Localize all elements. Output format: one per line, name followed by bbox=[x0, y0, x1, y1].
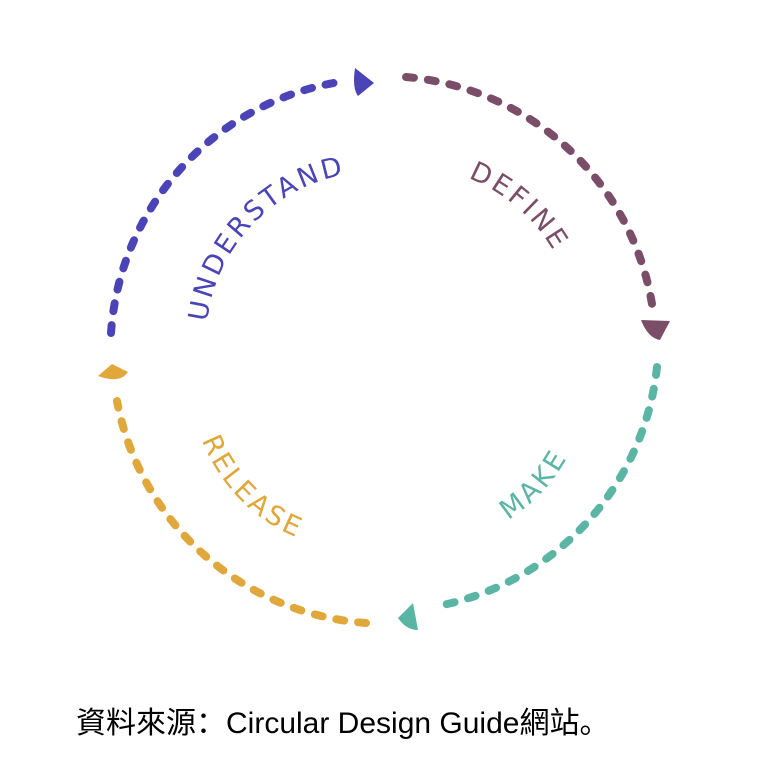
make-label: MAKE bbox=[494, 444, 574, 526]
make-arrow-icon bbox=[398, 603, 418, 630]
understand-arrow-icon bbox=[354, 68, 374, 96]
stage-define: DEFINE bbox=[402, 73, 670, 340]
understand-arc bbox=[107, 77, 350, 337]
release-arc bbox=[113, 397, 370, 627]
make-arc bbox=[434, 363, 661, 610]
stage-release: RELEASE bbox=[98, 364, 370, 627]
define-arrow-icon bbox=[641, 320, 670, 340]
stage-make: MAKE bbox=[398, 363, 661, 630]
release-label-path: RELEASE bbox=[195, 430, 305, 545]
define-label: DEFINE bbox=[465, 156, 575, 257]
release-arrow-icon bbox=[98, 364, 128, 380]
understand-label-path: UNDERSTAND bbox=[183, 151, 345, 324]
define-label-path: DEFINE bbox=[465, 156, 572, 257]
define-arc bbox=[402, 73, 656, 308]
circular-design-diagram: UNDERSTAND DEFINE MAKE RELEASE bbox=[98, 68, 670, 630]
source-caption: 資料來源：Circular Design Guide網站。 bbox=[76, 707, 610, 740]
make-label-path: MAKE bbox=[494, 444, 571, 526]
release-label: RELEASE bbox=[195, 430, 308, 545]
understand-label: UNDERSTAND bbox=[183, 151, 348, 324]
stage-understand: UNDERSTAND bbox=[107, 68, 374, 337]
